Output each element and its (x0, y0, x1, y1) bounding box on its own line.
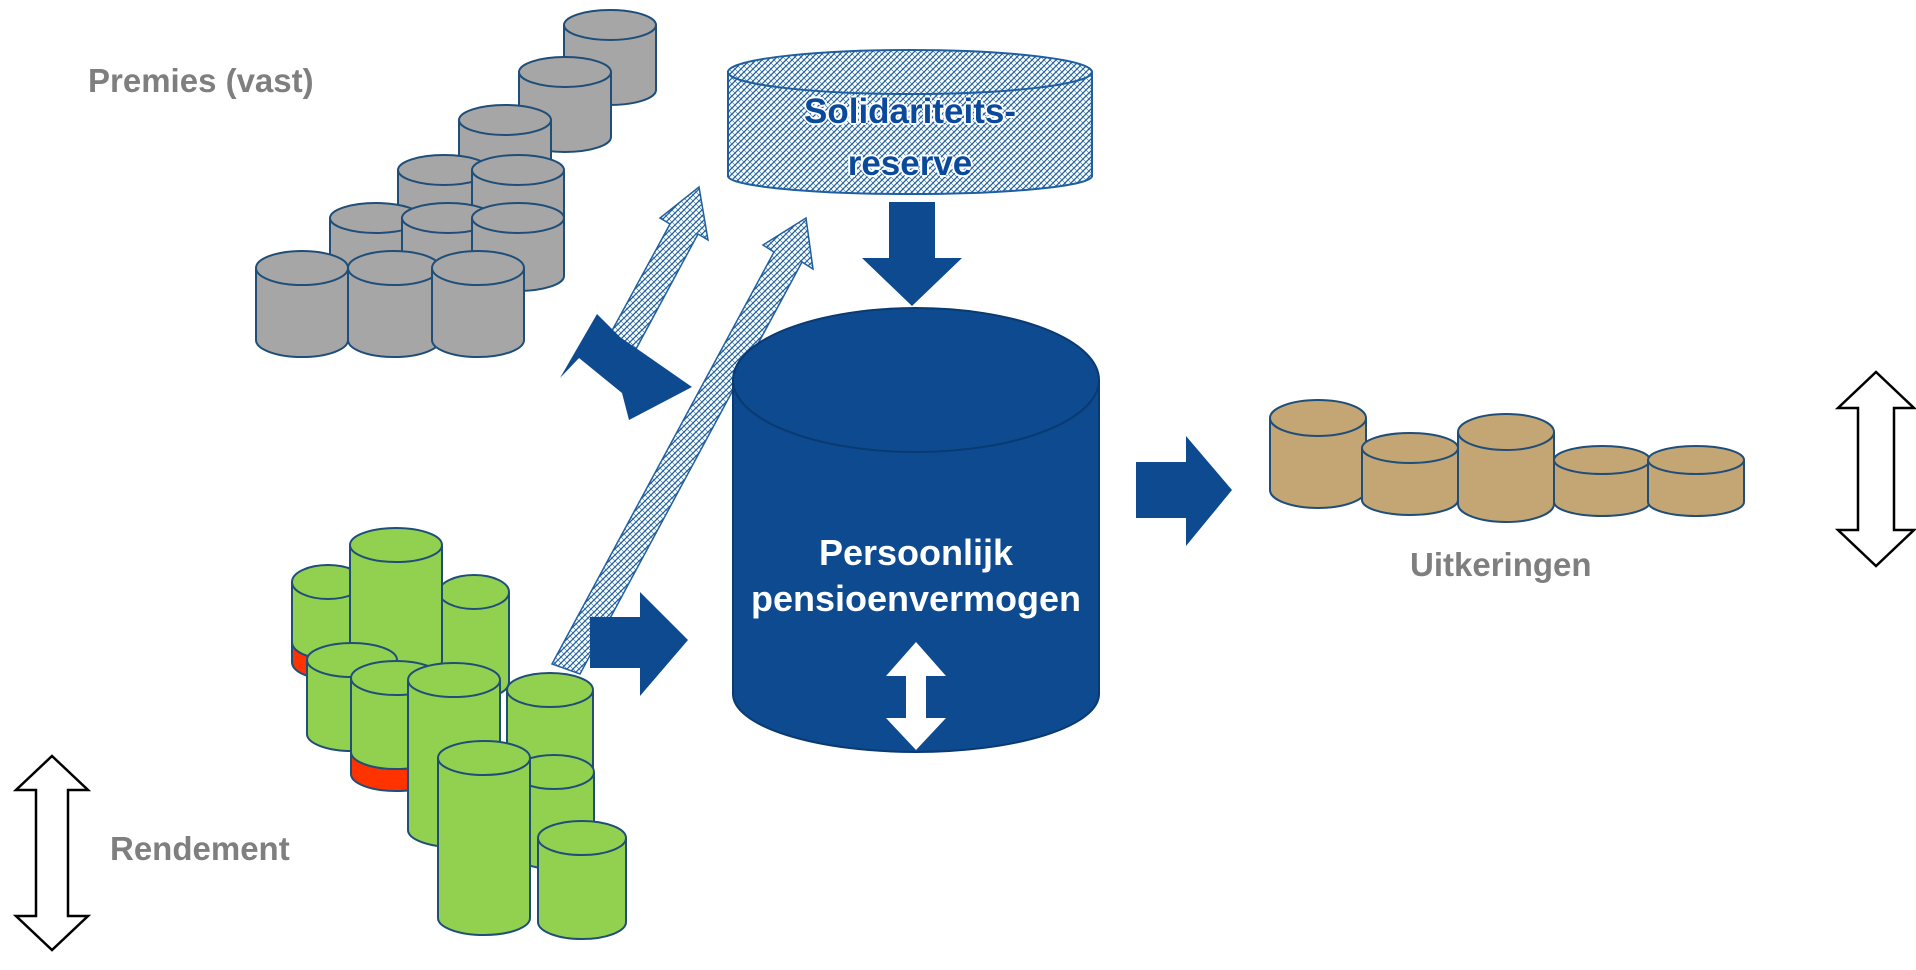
rendement-cylinder (537, 820, 627, 940)
uitkeringen-cylinder (1647, 445, 1745, 517)
hatched-arrow-icon (606, 185, 710, 350)
uitkeringen-cylinder (1269, 399, 1367, 509)
central-label-line2: pensioenvermogen (750, 578, 1082, 619)
arrow-icon (1136, 436, 1232, 546)
hatched-arrow-icon (550, 216, 814, 675)
premies-label: Premies (vast) (88, 62, 314, 99)
arrow-icon (590, 592, 688, 696)
double-arrow-icon (886, 642, 946, 750)
uitkeringen-cylinder (1553, 445, 1651, 517)
premies-cylinder (431, 250, 525, 358)
arrow-icon (862, 202, 962, 306)
rendement-cylinders (291, 527, 627, 940)
rendement-cylinder (437, 740, 531, 936)
premies-cylinders (255, 9, 657, 358)
uitkeringen-cylinder (1361, 432, 1459, 516)
arrow-icon (560, 314, 692, 420)
uitkeringen-cylinders (1269, 399, 1745, 523)
solidarity-reserve-label-line1: Solidariteits- (804, 92, 1016, 131)
uitkeringen-cylinder (1457, 413, 1555, 523)
rendement-label: Rendement (110, 830, 290, 867)
central-label: Persoonlijk pensioenvermogen (733, 530, 1099, 622)
central-label-line1: Persoonlijk (818, 532, 1014, 573)
double-arrow-icon (1834, 370, 1916, 568)
uitkeringen-label: Uitkeringen (1410, 546, 1592, 583)
solidarity-reserve-label-line2: reserve (847, 144, 973, 183)
premies-cylinder (255, 250, 349, 358)
double-arrow-icon (12, 754, 92, 952)
premies-cylinder (347, 250, 441, 358)
solidarity-reserve-cylinder (727, 49, 1093, 195)
solidarity-reserve-label: Solidariteits- reserve (728, 86, 1092, 190)
